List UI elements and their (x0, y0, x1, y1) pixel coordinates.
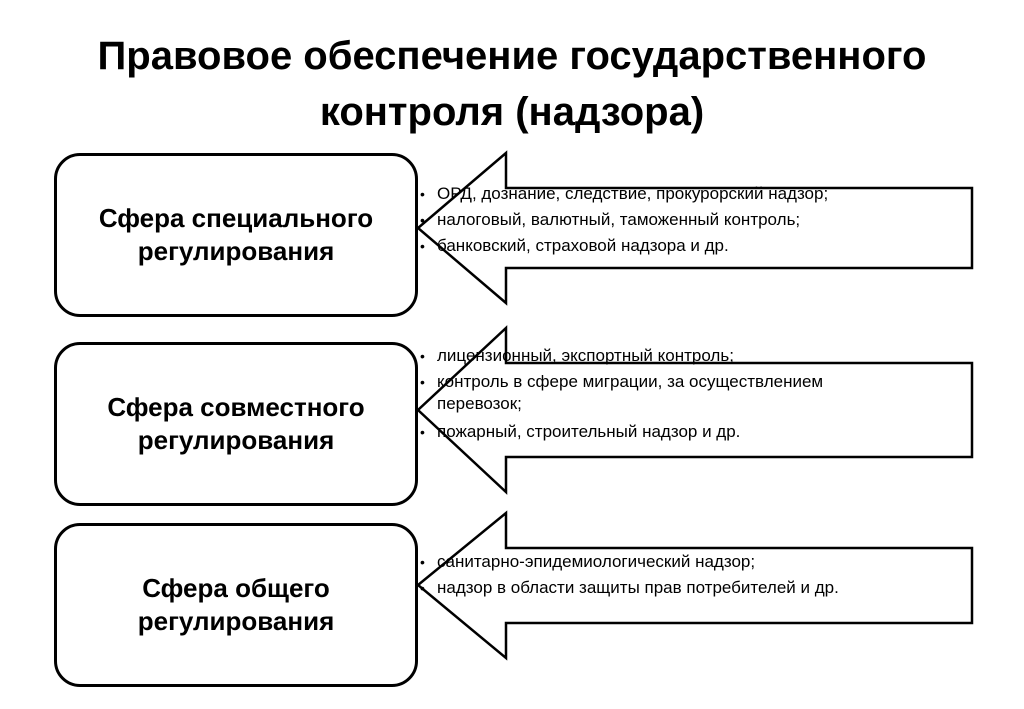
page-title-line-1: Правовое обеспечение государственного (97, 34, 927, 78)
list-item: • налоговый, валютный, таможенный контрол… (418, 207, 978, 233)
sphere-title-line-1: Сфера специального (98, 203, 374, 233)
sphere-title-line-2: регулирования (137, 606, 335, 636)
list-item-text: санитарно-эпидемиологический надзор; (437, 552, 756, 571)
list-item: • банковский, страховой надзора и др. (418, 233, 978, 259)
page-title-line-2: контроля (надзора) (319, 90, 705, 134)
bullet-list-special: • ОРД, дознание, следствие, прокурорский … (418, 181, 978, 259)
bullet-icon: • (420, 186, 425, 202)
bullet-icon: • (420, 348, 425, 364)
bullet-icon: • (420, 238, 425, 254)
list-item-text: банковский, страховой надзора и др. (437, 236, 729, 255)
list-item-text: пожарный, строительный надзор и др. (437, 422, 741, 441)
sphere-title-line-2: регулирования (137, 236, 335, 266)
sphere-title-line-2: регулирования (137, 425, 335, 455)
list-item: • контроль в сфере миграции, за осуществл… (418, 371, 898, 415)
sphere-box-general: Сфера общего регулирования (54, 523, 418, 687)
list-item-text: лицензионный, экспортный контроль; (437, 346, 734, 365)
list-item: • лицензионный, экспортный контроль; (418, 343, 898, 369)
sphere-box-special: Сфера специального регулирования (54, 153, 418, 317)
list-item-text: ОРД, дознание, следствие, прокурорский н… (437, 184, 829, 203)
arrow-joint (416, 325, 974, 495)
sphere-box-joint: Сфера совместного регулирования (54, 342, 418, 506)
list-item-text: контроль в сфере миграции, за осуществле… (437, 372, 824, 413)
arrow-special (416, 150, 974, 306)
list-item-text: надзор в области защиты прав потребителе… (437, 578, 839, 597)
list-item: • надзор в области защиты прав потребител… (418, 575, 978, 601)
sphere-title-line-1: Сфера совместного (107, 392, 365, 422)
list-item-text: налоговый, валютный, таможенный контроль… (437, 210, 801, 229)
bullet-icon: • (420, 580, 425, 596)
list-item: • пожарный, строительный надзор и др. (418, 419, 898, 445)
bullet-list-general: • санитарно-эпидемиологический надзор; • н… (418, 549, 978, 601)
bullet-icon: • (420, 424, 425, 440)
list-item: • ОРД, дознание, следствие, прокурорский … (418, 181, 978, 207)
page-title: Правовое обеспечение государственного ко… (0, 28, 1024, 140)
bullet-icon: • (420, 374, 425, 390)
bullet-list-joint: • лицензионный, экспортный контроль; • кон… (418, 343, 898, 445)
bullet-icon: • (420, 212, 425, 228)
list-item: • санитарно-эпидемиологический надзор; (418, 549, 978, 575)
arrow-general (416, 510, 974, 661)
bullet-icon: • (420, 554, 425, 570)
sphere-title-line-1: Сфера общего (142, 573, 330, 603)
